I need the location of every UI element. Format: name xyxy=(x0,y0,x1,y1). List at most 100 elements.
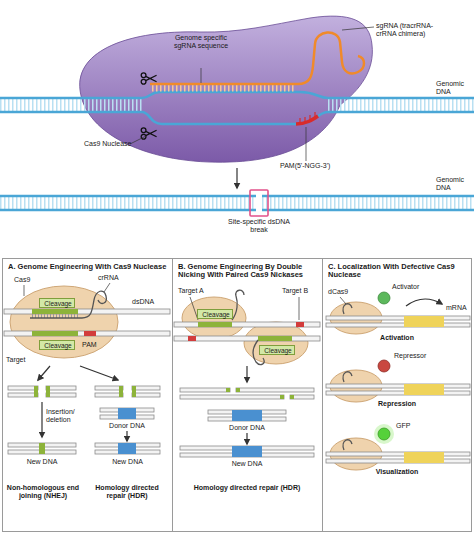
effector-circle xyxy=(374,292,394,444)
dna-strand xyxy=(4,309,470,463)
annotation-label: New DNA xyxy=(10,458,74,466)
cas9-protein xyxy=(10,286,382,470)
guide-rna xyxy=(253,340,264,365)
annotation-label: Activator xyxy=(392,283,432,291)
leader-line xyxy=(340,297,346,304)
process-arrow xyxy=(38,299,442,444)
scissors-symbol xyxy=(141,73,156,84)
annotation-label: Target A xyxy=(178,287,218,295)
dna-strand xyxy=(326,452,470,456)
dna-strand xyxy=(132,393,160,397)
tag-text: Cleavage xyxy=(40,342,76,350)
genomic-dna xyxy=(328,97,474,100)
caption-label: Homology directed repair (HDR) xyxy=(192,484,302,492)
dna-strand xyxy=(119,386,123,397)
dna-strand xyxy=(404,384,444,395)
genomic-dna xyxy=(142,92,328,98)
process-arrow xyxy=(246,366,247,382)
leader-line xyxy=(104,283,110,292)
effector-circle xyxy=(378,292,390,304)
leader-line xyxy=(299,297,300,320)
annotation-label: mRNA xyxy=(446,304,472,312)
broken-dna xyxy=(0,195,256,198)
dna-strand xyxy=(39,443,45,454)
annotation-label: PAM xyxy=(82,341,104,349)
dna-strand xyxy=(132,386,160,390)
dna-strand xyxy=(236,388,314,392)
panel-heading: B. Genome Engineering By Double Nicking … xyxy=(178,263,318,280)
dna-strand xyxy=(46,386,76,390)
annotation-label: Donor DNA xyxy=(207,424,287,432)
cleavage-tag: Cleavage xyxy=(39,340,75,350)
dna-strand xyxy=(34,386,38,397)
cas9-protein xyxy=(244,322,308,364)
genomic-dna xyxy=(0,111,142,114)
process-arrow xyxy=(236,168,237,188)
caption-label: Repression xyxy=(360,400,434,408)
process-arrow xyxy=(38,366,50,380)
dna-strand xyxy=(404,452,444,463)
dna-strand xyxy=(46,393,76,397)
guide-rna xyxy=(343,440,352,450)
genomic-dna xyxy=(328,111,474,114)
process-arrow xyxy=(246,433,247,444)
cleavage-tag: Cleavage xyxy=(39,298,75,308)
effector-circle xyxy=(378,360,390,372)
annotation-label: dsDNA xyxy=(132,298,168,306)
dna-strand xyxy=(226,388,230,392)
process-arrow xyxy=(41,402,42,437)
dna-strand xyxy=(174,336,320,341)
panel-heading: A. Genome Engineering With Cas9 Nuclease xyxy=(8,263,168,271)
process-arrow xyxy=(126,431,127,441)
caption-label: Non-homologous end joining (NHEJ) xyxy=(4,484,82,500)
broken-dna xyxy=(0,190,474,216)
leader-line xyxy=(201,68,202,83)
genomic-dna xyxy=(328,99,474,111)
broken-dna xyxy=(262,209,474,212)
dna-strand xyxy=(4,309,170,314)
broken-dna xyxy=(250,190,268,216)
cas9-protein xyxy=(182,297,246,339)
sgrna-strand xyxy=(150,32,364,84)
dna-strand xyxy=(118,408,136,419)
annotation-label: crRNA xyxy=(98,274,128,282)
caption-label: Homology directed repair (HDR) xyxy=(86,484,168,500)
annotation-label: Insertion/ deletion xyxy=(46,408,86,424)
annotation-label: New DNA xyxy=(95,458,160,466)
dna-strand xyxy=(290,395,314,399)
pam-site xyxy=(296,112,318,124)
sgrna-strand xyxy=(150,32,364,88)
dna-strand xyxy=(236,388,240,392)
leader-line xyxy=(342,27,374,30)
node-text: Genome specific sgRNA sequence xyxy=(170,34,232,50)
dna-strand xyxy=(95,386,123,390)
effector-circle xyxy=(378,428,390,440)
broken-dna xyxy=(262,197,474,209)
annotation-label: Repressor xyxy=(394,352,438,360)
dna-strand xyxy=(326,323,470,327)
dna-strand xyxy=(8,393,38,397)
annotation-label: Target B xyxy=(282,287,318,295)
broken-dna xyxy=(0,197,256,209)
dna-strand xyxy=(258,336,292,341)
dna-strand xyxy=(32,331,78,336)
broken-dna xyxy=(262,195,474,198)
annotation-label: PAM(5'-NGG-3') xyxy=(280,162,350,170)
genomic-dna xyxy=(0,99,142,111)
sgrna-strand xyxy=(152,85,296,92)
genomic-dna xyxy=(0,92,474,124)
dna-strand xyxy=(180,388,230,392)
guide-rna xyxy=(343,304,352,314)
genomic-dna xyxy=(142,112,328,124)
dna-strand xyxy=(326,459,470,463)
dna-strand xyxy=(132,386,136,397)
annotation-label: New DNA xyxy=(207,460,287,468)
broken-dna xyxy=(0,209,256,212)
dna-strand xyxy=(174,322,320,327)
genomic-dna xyxy=(0,97,142,100)
guide-rna xyxy=(343,372,352,382)
leader-line xyxy=(190,297,198,320)
